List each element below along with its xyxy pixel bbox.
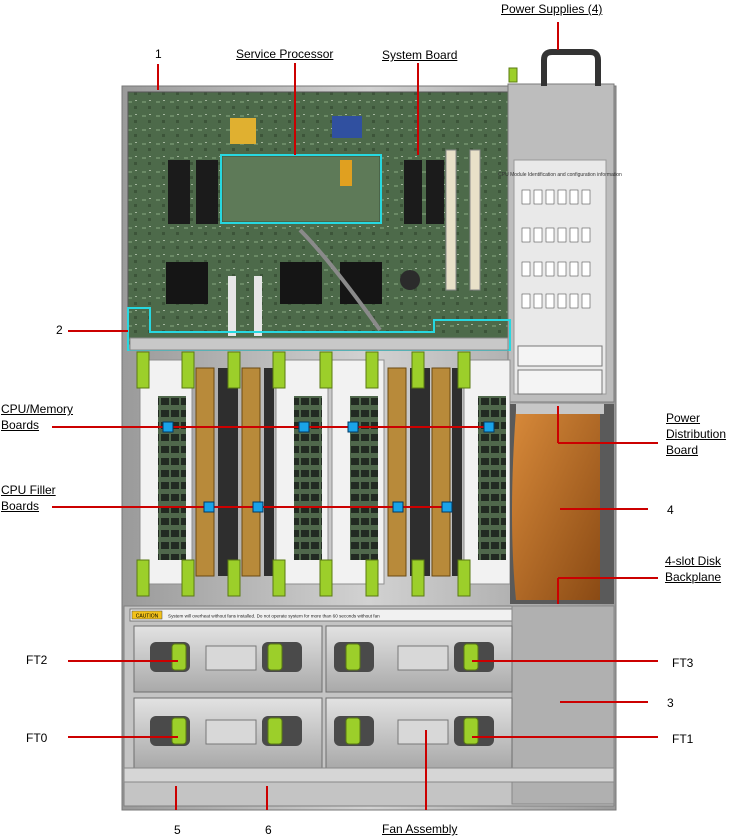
- power-supply-bay: CPU Module Identification and configurat…: [498, 83, 622, 403]
- label-ft3: FT3: [672, 656, 694, 670]
- label-disk-backplane-line1: 4-slot Disk: [665, 554, 722, 568]
- top-latch: [508, 67, 518, 83]
- label-cpu-filler-line2: Boards: [1, 499, 40, 513]
- callout-lines: [52, 22, 658, 810]
- label-system-board: System Board: [382, 48, 458, 62]
- system-board-components: [166, 116, 481, 336]
- label-disk-backplane-line2: Backplane: [665, 570, 722, 584]
- psu-info-label: CPU Module Identification and configurat…: [498, 172, 622, 178]
- chassis-front-lip: [123, 767, 615, 783]
- label-5: 5: [174, 823, 181, 837]
- label-3: 3: [667, 696, 674, 710]
- label-power-dist-line1: Power: [666, 411, 701, 425]
- label-4: 4: [667, 503, 674, 517]
- label-power-dist-line3: Board: [666, 443, 699, 457]
- caution-message: System will overheat without fans instal…: [168, 614, 380, 619]
- label-2: 2: [56, 323, 63, 337]
- label-6: 6: [265, 823, 272, 837]
- label-power-supplies: Power Supplies (4): [501, 2, 603, 16]
- power-supply-handle: [541, 49, 601, 86]
- cpu-filler-markers: [203, 501, 453, 513]
- service-processor-board: [221, 155, 381, 223]
- board-slots: [139, 359, 511, 585]
- fan-modules: [133, 625, 513, 769]
- caution-badge: CAUTION: [136, 614, 159, 620]
- cpu-memory-markers: [162, 421, 495, 433]
- label-cpu-memory-line1: CPU/Memory: [1, 402, 74, 416]
- label-ft2: FT2: [26, 653, 48, 667]
- fan-latches: [171, 643, 479, 745]
- service-processor-highlight: [220, 154, 382, 224]
- label-ft1: FT1: [672, 732, 694, 746]
- board-latches: [136, 351, 471, 597]
- service-processor-chip: [340, 160, 352, 186]
- label-cpu-filler-line1: CPU Filler: [1, 483, 56, 497]
- label-fan-assembly: Fan Assembly: [382, 822, 458, 836]
- power-distribution-area: [510, 404, 614, 604]
- label-1: 1: [155, 47, 162, 61]
- label-cpu-memory-line2: Boards: [1, 418, 40, 432]
- psu-label-grid: [521, 189, 591, 309]
- label-service-processor: Service Processor: [236, 47, 334, 61]
- label-ft0: FT0: [26, 731, 48, 745]
- cross-bar: [129, 337, 509, 351]
- label-power-dist-line2: Distribution: [666, 427, 727, 441]
